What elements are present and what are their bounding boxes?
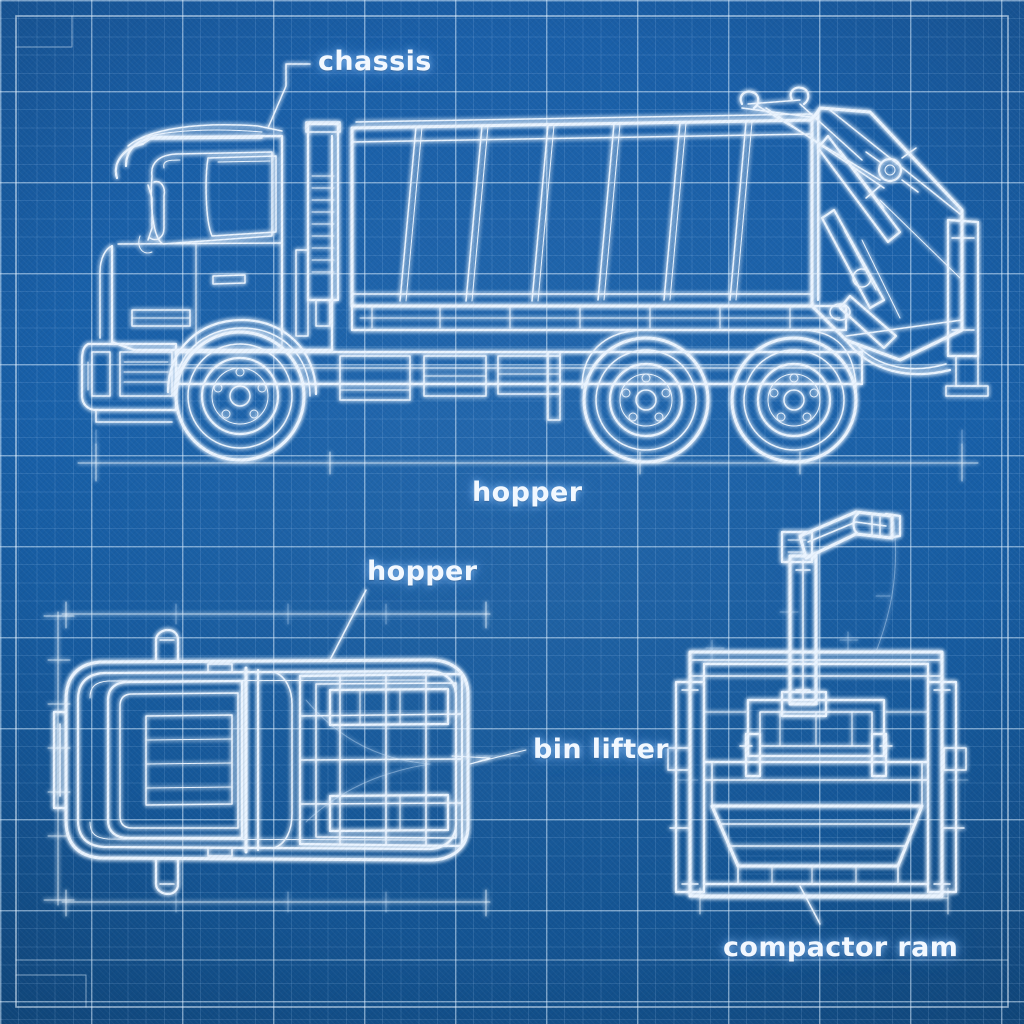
tailgate-hopper <box>739 86 989 397</box>
bin-lifter-arm <box>780 510 902 718</box>
callout-bin-lifter: bin lifter <box>533 734 669 765</box>
rear-elevation-view <box>667 510 969 915</box>
callout-leaders <box>267 63 821 925</box>
plan-dimension-marks <box>43 601 521 917</box>
sheet-border <box>15 15 1009 1008</box>
refuse-body <box>350 113 848 332</box>
callout-hopper-side: hopper <box>472 477 583 508</box>
chassis-assembly <box>174 121 864 401</box>
front-wheel <box>166 318 318 462</box>
rear-wheel-rear <box>730 336 858 464</box>
plan-view <box>43 601 521 917</box>
callout-hopper-plan: hopper <box>367 556 478 587</box>
callout-compactor-ram: compactor ram <box>723 932 959 963</box>
cab-outline <box>80 124 334 423</box>
plan-mirrors <box>154 628 233 896</box>
plan-cab-roof <box>106 666 293 854</box>
compactor-ram-assembly <box>739 698 893 778</box>
side-elevation-view <box>77 86 989 482</box>
callout-chassis: chassis <box>318 46 432 77</box>
rear-hopper-trough <box>702 760 930 885</box>
plan-body-deck <box>298 672 464 848</box>
rear-wheel-front <box>582 336 710 464</box>
